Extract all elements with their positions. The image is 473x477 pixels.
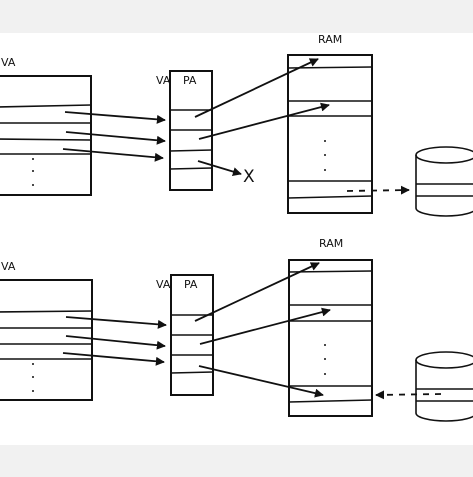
page-fault-arrow	[197, 160, 242, 176]
pt-to-ram-arrow-1	[194, 58, 319, 118]
page-table-pa-label: PA	[183, 74, 197, 87]
va-space-label: VA	[1, 260, 16, 273]
page-table-va-label: VA	[156, 74, 171, 87]
va-space-box	[0, 75, 92, 196]
va-space-box	[0, 279, 93, 401]
page-table-box	[169, 70, 213, 191]
pt-to-ram-arrow-3	[198, 365, 324, 398]
page-fault-marker: X	[243, 167, 255, 187]
disk-icon	[415, 351, 473, 422]
page-table-box	[170, 274, 214, 396]
page-table-va-label: VA	[156, 278, 171, 291]
pt-to-ram-arrow-2	[198, 102, 330, 140]
va-to-pt-arrow-3	[62, 148, 164, 162]
ram-box	[287, 54, 373, 214]
disk-icon	[415, 146, 473, 217]
va-to-pt-arrow-3	[62, 352, 165, 366]
va-to-pt-arrow-1	[65, 316, 167, 329]
panel-top: VA VA PA RAM	[0, 33, 473, 217]
ram-label: RAM	[318, 33, 342, 46]
ram-to-disk-dashed-arrow	[346, 185, 410, 195]
panel-bottom: VA VA PA RAM	[0, 237, 473, 422]
top-band	[0, 0, 473, 33]
disk-to-ram-dashed-arrow	[375, 390, 442, 400]
va-to-pt-arrow-2	[65, 335, 166, 350]
va-to-pt-arrow-2	[65, 131, 166, 145]
va-space-label: VA	[1, 56, 16, 69]
ram-box	[288, 259, 373, 417]
ram-label: RAM	[319, 237, 343, 250]
page-table-pa-label: PA	[184, 278, 198, 291]
pt-to-ram-arrow-2	[199, 307, 331, 345]
bottom-band	[0, 445, 473, 477]
va-to-pt-arrow-1	[64, 111, 166, 124]
pt-to-ram-arrow-1	[194, 262, 320, 322]
